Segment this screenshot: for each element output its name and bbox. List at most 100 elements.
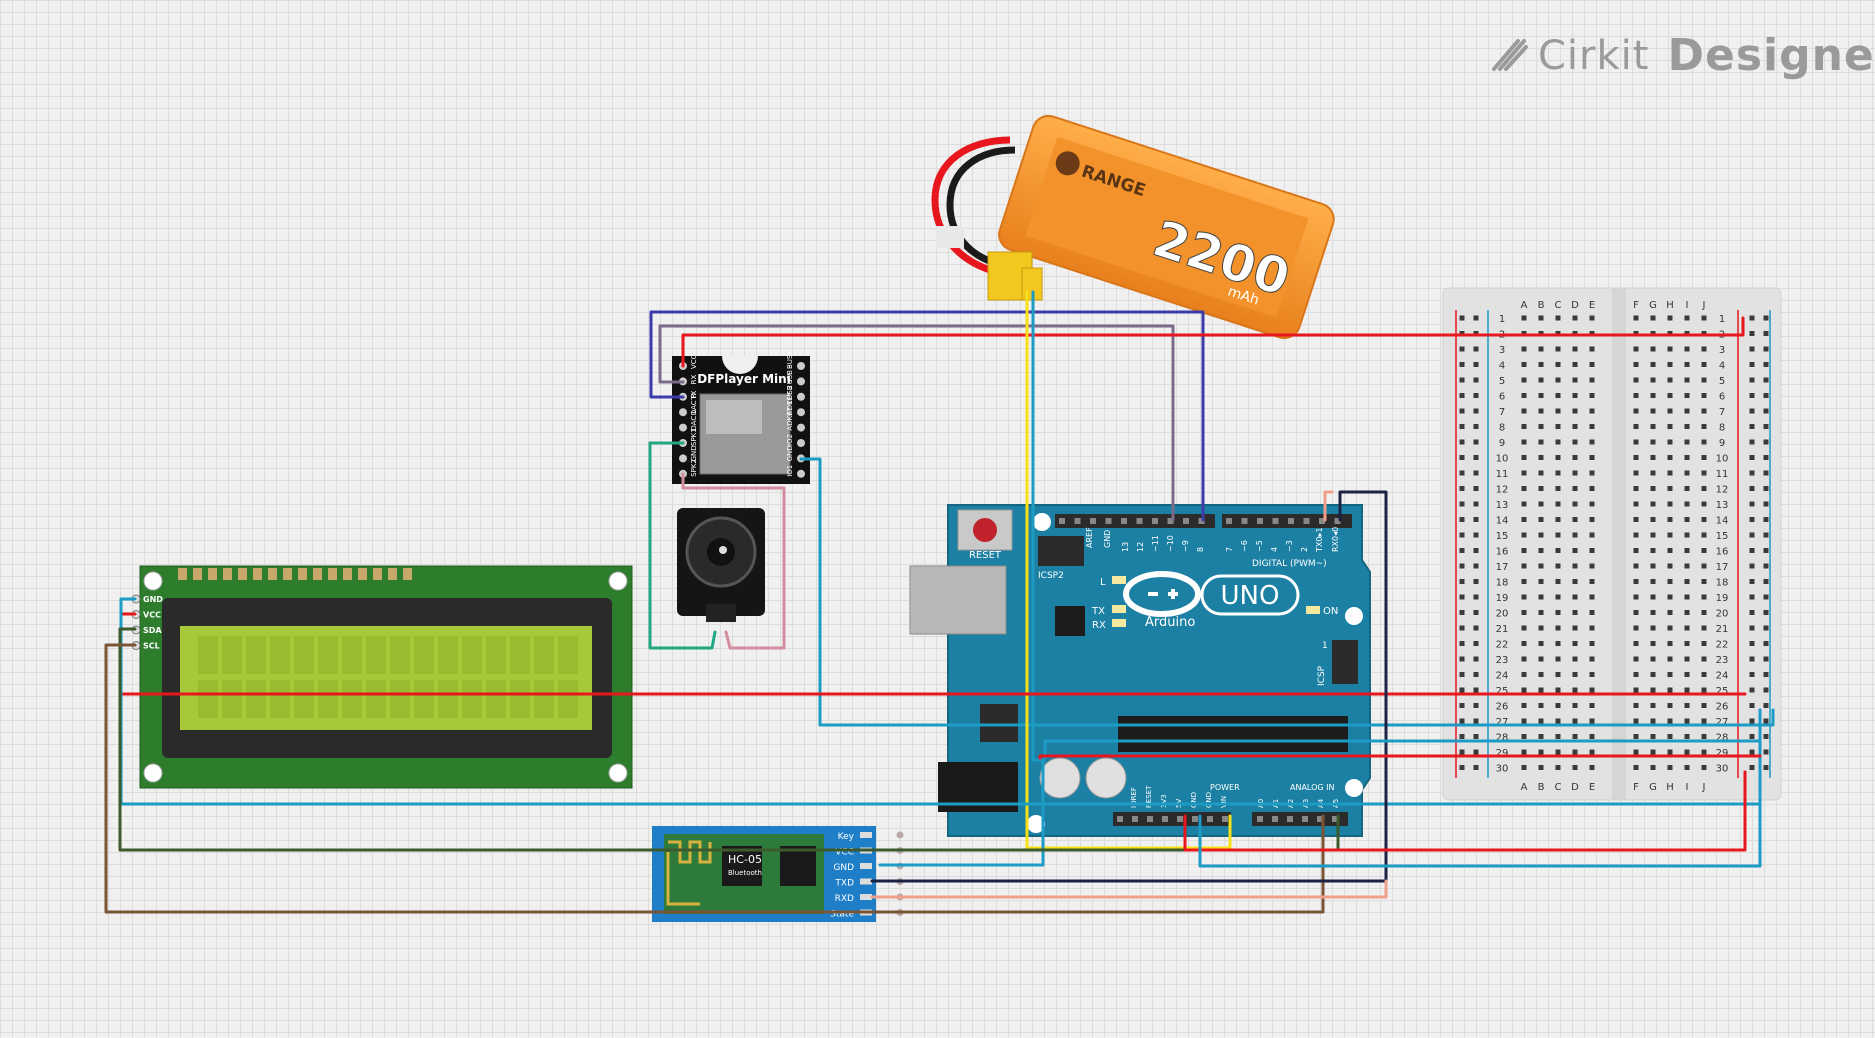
breadboard-hole[interactable] — [1701, 548, 1707, 553]
breadboard-hole[interactable] — [1459, 517, 1465, 522]
breadboard-hole[interactable] — [1521, 548, 1527, 553]
breadboard-hole[interactable] — [1572, 718, 1578, 724]
breadboard-hole[interactable] — [1633, 718, 1639, 724]
breadboard-hole[interactable] — [1538, 672, 1544, 677]
breadboard-hole[interactable] — [1555, 703, 1561, 708]
breadboard-hole[interactable] — [1538, 315, 1544, 321]
breadboard-hole[interactable] — [1555, 362, 1561, 367]
breadboard-hole[interactable] — [1701, 687, 1707, 693]
breadboard-hole[interactable] — [1538, 501, 1544, 507]
breadboard-hole[interactable] — [1633, 734, 1639, 739]
breadboard-hole[interactable] — [1701, 765, 1707, 770]
breadboard-hole[interactable] — [1538, 455, 1544, 460]
breadboard-hole[interactable] — [1701, 501, 1707, 507]
breadboard-hole[interactable] — [1459, 625, 1465, 631]
breadboard-hole[interactable] — [1538, 346, 1544, 352]
breadboard-hole[interactable] — [1538, 439, 1544, 445]
dfplayer-pin[interactable] — [797, 408, 805, 417]
breadboard-hole[interactable] — [1473, 656, 1479, 662]
breadboard-hole[interactable] — [1667, 377, 1673, 383]
breadboard-hole[interactable] — [1701, 734, 1707, 739]
wire-lcd-sda-to-a4[interactable] — [118, 627, 1340, 852]
breadboard-hole[interactable] — [1572, 625, 1578, 631]
breadboard-hole[interactable] — [1521, 455, 1527, 460]
breadboard-hole[interactable] — [1589, 362, 1595, 367]
breadboard-hole[interactable] — [1667, 439, 1673, 445]
breadboard-hole[interactable] — [1749, 765, 1755, 770]
breadboard-hole[interactable] — [1473, 470, 1479, 476]
hc05-pin[interactable] — [860, 894, 872, 900]
breadboard-hole[interactable] — [1633, 656, 1639, 662]
breadboard-hole[interactable] — [1684, 718, 1690, 724]
breadboard-hole[interactable] — [1667, 641, 1673, 646]
breadboard-hole[interactable] — [1589, 734, 1595, 739]
breadboard-hole[interactable] — [1555, 346, 1561, 352]
breadboard-hole[interactable] — [1589, 594, 1595, 600]
breadboard-hole[interactable] — [1459, 346, 1465, 352]
breadboard-hole[interactable] — [1763, 377, 1769, 383]
breadboard-hole[interactable] — [1684, 672, 1690, 677]
breadboard-hole[interactable] — [1749, 455, 1755, 460]
breadboard-hole[interactable] — [1589, 579, 1595, 584]
breadboard-hole[interactable] — [1684, 439, 1690, 445]
breadboard-hole[interactable] — [1684, 408, 1690, 414]
header-pin[interactable] — [1222, 816, 1228, 822]
breadboard-hole[interactable] — [1749, 517, 1755, 522]
header-pin[interactable] — [1332, 816, 1338, 822]
header-pin[interactable] — [1121, 518, 1127, 524]
breadboard-hole[interactable] — [1633, 579, 1639, 584]
breadboard-hole[interactable] — [1650, 393, 1656, 398]
breadboard-hole[interactable] — [1684, 346, 1690, 352]
breadboard-hole[interactable] — [1473, 625, 1479, 631]
breadboard-hole[interactable] — [1459, 439, 1465, 445]
breadboard-hole[interactable] — [1633, 486, 1639, 491]
breadboard-hole[interactable] — [1763, 501, 1769, 507]
breadboard-hole[interactable] — [1589, 377, 1595, 383]
breadboard-hole[interactable] — [1763, 470, 1769, 476]
header-pin[interactable] — [1152, 518, 1158, 524]
breadboard-hole[interactable] — [1650, 563, 1656, 569]
breadboard-hole[interactable] — [1521, 424, 1527, 429]
breadboard-hole[interactable] — [1555, 517, 1561, 522]
breadboard-hole[interactable] — [1572, 346, 1578, 352]
header-pin[interactable] — [1162, 816, 1168, 822]
breadboard-hole[interactable] — [1667, 563, 1673, 569]
breadboard-hole[interactable] — [1701, 315, 1707, 321]
breadboard-hole[interactable] — [1667, 315, 1673, 321]
dfplayer-pin[interactable] — [797, 362, 805, 370]
breadboard-hole[interactable] — [1572, 517, 1578, 522]
wire-dfplayer-tx-to-d9[interactable] — [658, 324, 1175, 522]
breadboard-hole[interactable] — [1538, 563, 1544, 569]
breadboard-hole[interactable] — [1667, 470, 1673, 476]
breadboard-hole[interactable] — [1667, 346, 1673, 352]
breadboard-hole[interactable] — [1749, 532, 1755, 538]
breadboard-hole[interactable] — [1684, 656, 1690, 662]
breadboard-hole[interactable] — [1538, 579, 1544, 584]
breadboard-hole[interactable] — [1684, 501, 1690, 507]
breadboard-hole[interactable] — [1459, 532, 1465, 538]
breadboard-hole[interactable] — [1459, 672, 1465, 677]
breadboard-hole[interactable] — [1589, 656, 1595, 662]
breadboard-hole[interactable] — [1633, 501, 1639, 507]
wire-vcc-bridge[interactable] — [1038, 754, 1762, 760]
breadboard-hole[interactable] — [1459, 749, 1465, 755]
breadboard-hole[interactable] — [1572, 656, 1578, 662]
breadboard-hole[interactable] — [1667, 734, 1673, 739]
breadboard-hole[interactable] — [1521, 408, 1527, 414]
breadboard-hole[interactable] — [1667, 610, 1673, 615]
breadboard-hole[interactable] — [1667, 656, 1673, 662]
breadboard-hole[interactable] — [1473, 501, 1479, 507]
breadboard-hole[interactable] — [1521, 501, 1527, 507]
breadboard-hole[interactable] — [1701, 424, 1707, 429]
breadboard-hole[interactable] — [1538, 656, 1544, 662]
breadboard-hole[interactable] — [1650, 377, 1656, 383]
breadboard-hole[interactable] — [1521, 393, 1527, 398]
breadboard-hole[interactable] — [1538, 641, 1544, 646]
breadboard-hole[interactable] — [1555, 734, 1561, 739]
breadboard-hole[interactable] — [1684, 315, 1690, 321]
breadboard-hole[interactable] — [1650, 734, 1656, 739]
breadboard-hole[interactable] — [1459, 765, 1465, 770]
header-pin[interactable] — [1302, 816, 1308, 822]
breadboard-hole[interactable] — [1701, 532, 1707, 538]
breadboard-hole[interactable] — [1521, 470, 1527, 476]
